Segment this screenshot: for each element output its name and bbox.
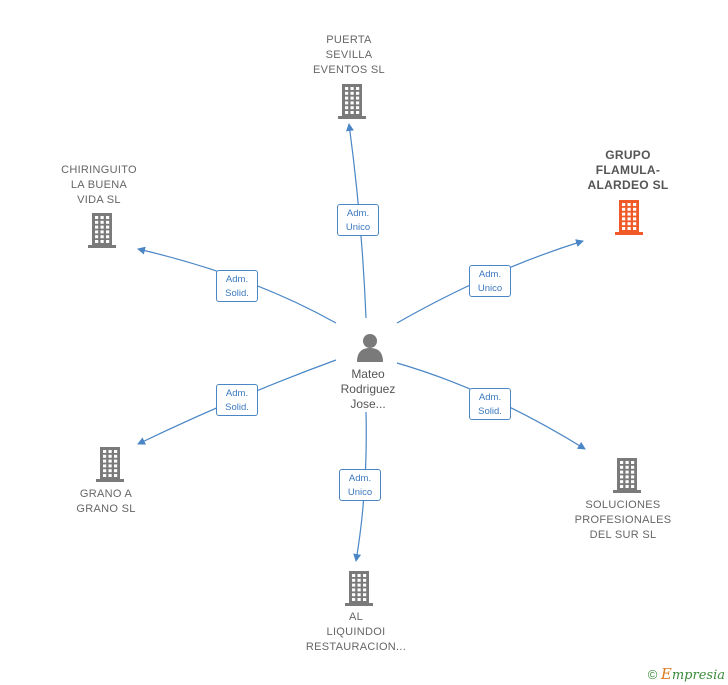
company-name-al[interactable]: AL LIQUINDOI RESTAURACION... <box>305 611 407 653</box>
role-badge-chiringuito[interactable]: Adm. Solid. <box>216 270 258 302</box>
role-badge-grano[interactable]: Adm. Solid. <box>216 384 258 416</box>
center-person-name[interactable]: Mateo Rodriguez Jose... <box>340 367 396 411</box>
role-badge-soluciones[interactable]: Adm. Solid. <box>469 388 511 420</box>
brand-name: mpresia <box>671 668 725 683</box>
company-name-puerta[interactable]: PUERTA SEVILLA EVENTOS SL <box>313 34 385 76</box>
brand-initial: E <box>660 665 672 683</box>
building-icon[interactable] <box>95 447 125 488</box>
company-name-grupo[interactable]: GRUPO FLAMULA- ALARDEO SL <box>587 148 669 192</box>
role-badge-grupo[interactable]: Adm. Unico <box>469 265 511 297</box>
building-icon[interactable] <box>87 213 117 254</box>
footer-brand: © Empresia <box>648 665 725 683</box>
building-icon[interactable] <box>614 200 644 241</box>
building-icon[interactable] <box>337 84 367 125</box>
person-icon[interactable] <box>355 332 385 362</box>
role-badge-puerta[interactable]: Adm. Unico <box>337 204 379 236</box>
company-name-soluciones[interactable]: SOLUCIONES PROFESIONALES DEL SUR SL <box>574 499 672 541</box>
role-badge-al[interactable]: Adm. Unico <box>339 469 381 501</box>
building-icon[interactable] <box>612 458 642 499</box>
copyright-symbol: © <box>647 667 658 682</box>
company-name-chiringuito[interactable]: CHIRINGUITO LA BUENA VIDA SL <box>61 164 137 206</box>
building-icon[interactable] <box>344 571 374 612</box>
company-name-grano[interactable]: GRANO A GRANO SL <box>76 488 136 515</box>
